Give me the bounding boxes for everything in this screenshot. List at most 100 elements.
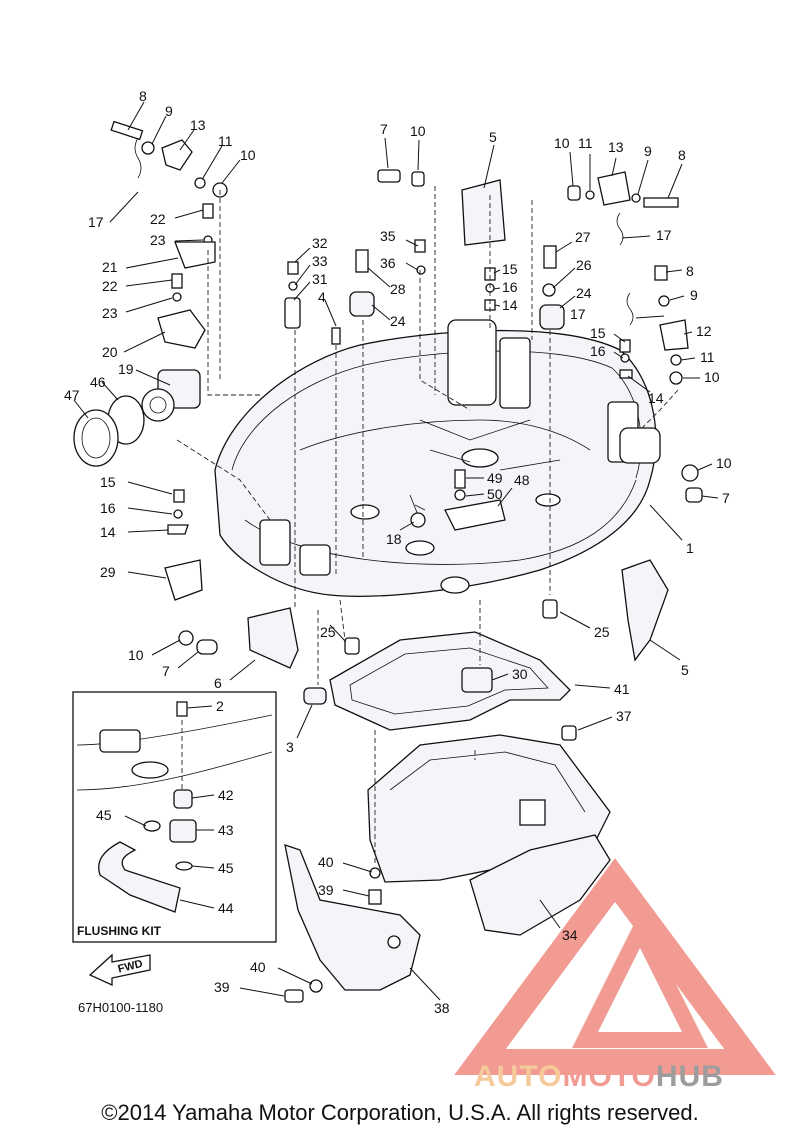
callout-16: 16 bbox=[590, 343, 606, 359]
watermark-auto: AUTO bbox=[474, 1060, 562, 1093]
callout-37: 37 bbox=[616, 708, 632, 724]
callout-8: 8 bbox=[139, 88, 147, 104]
callout-22: 22 bbox=[150, 211, 166, 227]
callout-16: 16 bbox=[100, 500, 116, 516]
fwd-label: FWD bbox=[117, 958, 144, 976]
callout-10: 10 bbox=[704, 369, 720, 385]
leader-lines bbox=[73, 101, 719, 1001]
callout-50: 50 bbox=[487, 486, 503, 502]
callout-23: 23 bbox=[102, 305, 118, 321]
bottom-cowling bbox=[214, 319, 661, 597]
watermark-moto: MOTO bbox=[562, 1060, 655, 1093]
callout-35: 35 bbox=[380, 228, 396, 244]
callout-19: 19 bbox=[118, 361, 134, 377]
callout-10: 10 bbox=[716, 455, 732, 471]
callout-20: 20 bbox=[102, 344, 118, 360]
callout-40: 40 bbox=[250, 959, 266, 975]
copyright-notice: ©2014 Yamaha Motor Corporation, U.S.A. A… bbox=[101, 1100, 699, 1125]
callout-34: 34 bbox=[562, 927, 578, 943]
callout-7: 7 bbox=[722, 490, 730, 506]
watermark-logo: AUTOMOTOHUB bbox=[454, 858, 776, 1093]
callout-5: 5 bbox=[681, 662, 689, 678]
callout-21: 21 bbox=[102, 259, 118, 275]
callout-12: 12 bbox=[696, 323, 712, 339]
callout-25: 25 bbox=[320, 624, 336, 640]
callout-43: 43 bbox=[218, 822, 234, 838]
callout-10: 10 bbox=[128, 647, 144, 663]
callout-39: 39 bbox=[214, 979, 230, 995]
callout-10: 10 bbox=[554, 135, 570, 151]
callout-26: 26 bbox=[576, 257, 592, 273]
left-top-parts bbox=[73, 120, 228, 467]
callout-23: 23 bbox=[150, 232, 166, 248]
inset-title: FLUSHING KIT bbox=[77, 924, 162, 938]
gasket-seal bbox=[329, 631, 577, 741]
callout-49: 49 bbox=[487, 470, 503, 486]
callout-46: 46 bbox=[90, 374, 106, 390]
callout-17: 17 bbox=[570, 306, 586, 322]
callout-14: 14 bbox=[502, 297, 518, 313]
callout-24: 24 bbox=[390, 313, 406, 329]
callout-42: 42 bbox=[218, 787, 234, 803]
callout-1: 1 bbox=[686, 540, 694, 556]
watermark-hub: HUB bbox=[656, 1060, 724, 1093]
callout-41: 41 bbox=[614, 681, 630, 697]
callout-38: 38 bbox=[434, 1000, 450, 1016]
callout-44: 44 bbox=[218, 900, 234, 916]
callout-24: 24 bbox=[576, 285, 592, 301]
fwd-arrow: FWD bbox=[88, 953, 151, 987]
lower-cover bbox=[284, 734, 611, 1003]
callout-22: 22 bbox=[102, 278, 118, 294]
callout-40: 40 bbox=[318, 854, 334, 870]
callout-6: 6 bbox=[214, 675, 222, 691]
callout-15: 15 bbox=[502, 261, 518, 277]
callout-36: 36 bbox=[380, 255, 396, 271]
callout-14: 14 bbox=[648, 390, 664, 406]
callout-39: 39 bbox=[318, 882, 334, 898]
callout-4: 4 bbox=[318, 289, 326, 305]
callout-5: 5 bbox=[489, 129, 497, 145]
flushing-kit-inset: FLUSHING KIT bbox=[72, 691, 277, 943]
callout-8: 8 bbox=[686, 263, 694, 279]
callout-9: 9 bbox=[165, 103, 173, 119]
callout-31: 31 bbox=[312, 271, 328, 287]
callout-9: 9 bbox=[644, 143, 652, 159]
watermark-text: AUTOMOTOHUB bbox=[474, 1060, 724, 1093]
callout-30: 30 bbox=[512, 666, 528, 682]
top-center-parts bbox=[284, 169, 689, 385]
callout-7: 7 bbox=[380, 121, 388, 137]
callout-28: 28 bbox=[390, 281, 406, 297]
callout-15: 15 bbox=[590, 325, 606, 341]
callout-13: 13 bbox=[190, 117, 206, 133]
callout-7: 7 bbox=[162, 663, 170, 679]
callout-11: 11 bbox=[578, 135, 593, 151]
callout-3: 3 bbox=[286, 739, 294, 755]
callout-33: 33 bbox=[312, 253, 328, 269]
callout-16: 16 bbox=[502, 279, 518, 295]
callout-47: 47 bbox=[64, 387, 80, 403]
callout-10: 10 bbox=[240, 147, 256, 163]
watermark-a-mark bbox=[572, 912, 708, 1048]
callout-48: 48 bbox=[514, 472, 530, 488]
callout-17: 17 bbox=[656, 227, 672, 243]
callout-25: 25 bbox=[594, 624, 610, 640]
callout-8: 8 bbox=[678, 147, 686, 163]
callout-13: 13 bbox=[608, 139, 624, 155]
callout-9: 9 bbox=[690, 287, 698, 303]
callout-11: 11 bbox=[700, 349, 715, 365]
callout-2: 2 bbox=[216, 698, 224, 714]
callout-15: 15 bbox=[100, 474, 116, 490]
callout-14: 14 bbox=[100, 524, 116, 540]
callout-18: 18 bbox=[386, 531, 402, 547]
part-code: 67H0100-1180 bbox=[78, 1000, 163, 1015]
callout-17: 17 bbox=[88, 214, 104, 230]
callout-29: 29 bbox=[100, 564, 116, 580]
watermark-triangle bbox=[454, 858, 776, 1075]
callout-27: 27 bbox=[575, 229, 591, 245]
callout-32: 32 bbox=[312, 235, 328, 251]
callout-11: 11 bbox=[218, 133, 233, 149]
assembly-lines bbox=[176, 186, 679, 865]
callout-45: 45 bbox=[218, 860, 234, 876]
callout-10: 10 bbox=[410, 123, 426, 139]
